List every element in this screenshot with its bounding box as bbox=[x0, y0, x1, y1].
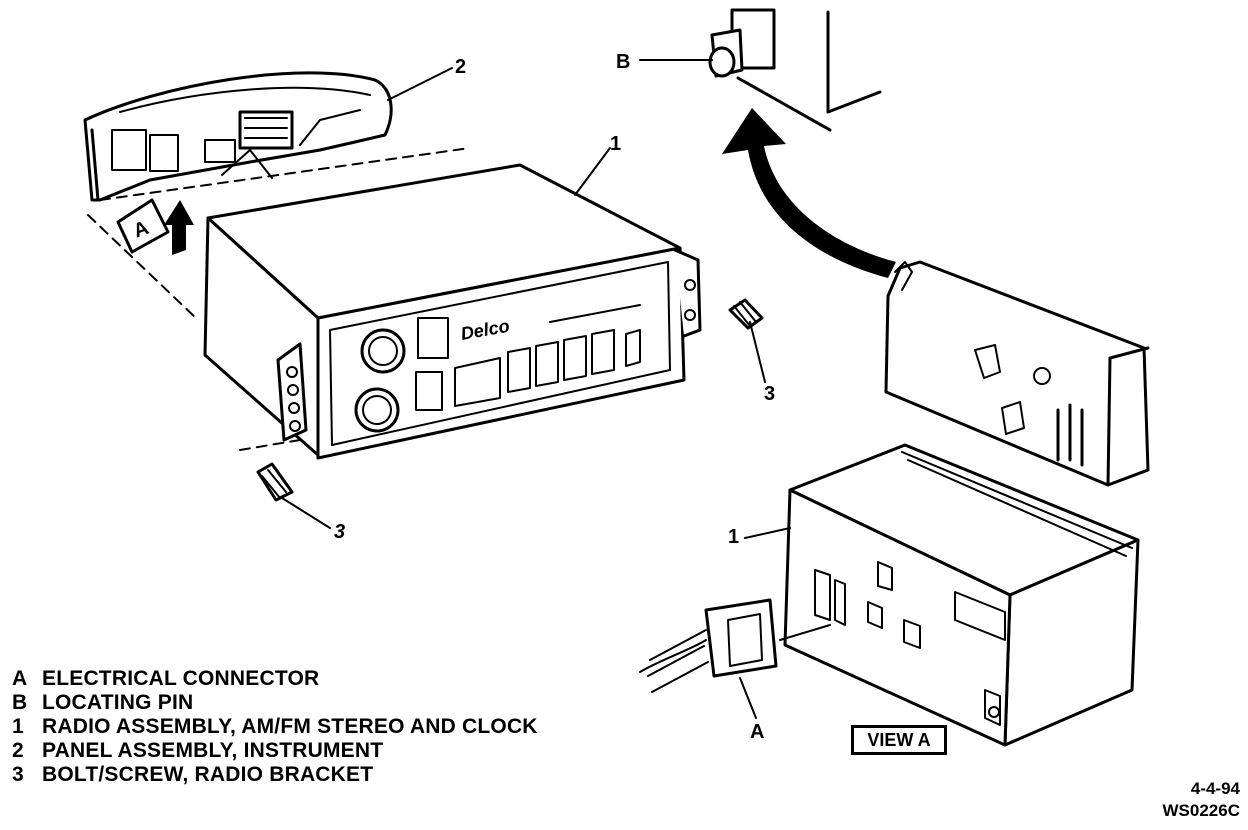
instrument-panel-assembly bbox=[83, 71, 393, 202]
legend-row: 2 PANEL ASSEMBLY, INSTRUMENT bbox=[12, 739, 538, 763]
locating-pin-detail bbox=[708, 8, 882, 132]
legend-key: B bbox=[12, 691, 28, 714]
alignment-guides bbox=[87, 147, 471, 451]
legend-text: LOCATING PIN bbox=[42, 691, 194, 714]
legend: A ELECTRICAL CONNECTOR B LOCATING PIN 1 … bbox=[12, 667, 538, 787]
figure-footer: 4-4-94 WS0226C bbox=[1163, 778, 1240, 822]
view-a-flag bbox=[116, 198, 194, 255]
legend-key: 1 bbox=[12, 715, 24, 738]
callout-3-upper: 3 bbox=[764, 383, 775, 405]
leader-lines bbox=[281, 59, 791, 719]
electrical-connector bbox=[639, 598, 831, 693]
legend-text: ELECTRICAL CONNECTOR bbox=[42, 667, 320, 690]
bracket-screw-lower bbox=[256, 462, 294, 502]
radio-assembly bbox=[203, 163, 702, 460]
legend-key: 3 bbox=[12, 763, 24, 786]
legend-row: 3 BOLT/SCREW, RADIO BRACKET bbox=[12, 763, 538, 787]
callout-a-connector: A bbox=[750, 721, 764, 743]
callout-3-lower: 3 bbox=[334, 521, 345, 543]
radio-rear-view bbox=[783, 443, 1140, 747]
callout-a-flag: A bbox=[131, 217, 152, 243]
legend-text: RADIO ASSEMBLY, AM/FM STEREO AND CLOCK bbox=[42, 715, 538, 738]
figure-code: WS0226C bbox=[1162, 801, 1240, 820]
figure-date: 4-4-94 bbox=[1190, 779, 1240, 798]
callout-1-view: 1 bbox=[728, 526, 739, 548]
callout-b: B bbox=[616, 51, 630, 73]
callout-1-main: 1 bbox=[610, 133, 621, 155]
mounting-panel bbox=[884, 260, 1150, 487]
legend-row: B LOCATING PIN bbox=[12, 691, 538, 715]
view-a-label: VIEW A bbox=[851, 725, 947, 755]
legend-row: 1 RADIO ASSEMBLY, AM/FM STEREO AND CLOCK bbox=[12, 715, 538, 739]
bracket-screw-upper bbox=[728, 298, 764, 330]
locating-pin-arrow bbox=[722, 108, 896, 278]
legend-text: PANEL ASSEMBLY, INSTRUMENT bbox=[42, 739, 384, 762]
callout-2: 2 bbox=[455, 56, 466, 78]
legend-key: A bbox=[12, 667, 28, 690]
legend-key: 2 bbox=[12, 739, 24, 762]
legend-text: BOLT/SCREW, RADIO BRACKET bbox=[42, 763, 374, 786]
legend-row: A ELECTRICAL CONNECTOR bbox=[12, 667, 538, 691]
